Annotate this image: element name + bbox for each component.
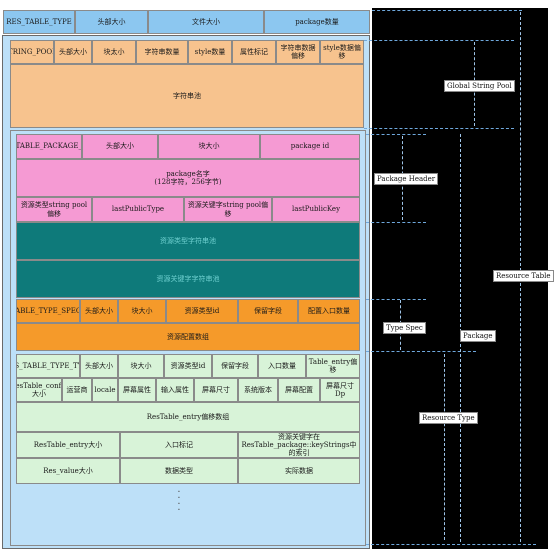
guide-line xyxy=(366,222,426,223)
style-count-cell: style数量 xyxy=(188,40,232,64)
config-input-cell: 输入属性 xyxy=(156,378,194,402)
type-spec-label: Type Spec xyxy=(383,322,426,334)
string-data-offset-cell: 字符串数据偏移 xyxy=(276,40,320,64)
entry-key-index-cell: 资源关键字在ResTable_package::keyStrings中的索引 xyxy=(238,432,360,458)
entry-size-cell: ResTable_entry大小 xyxy=(16,432,120,458)
entry-offset-array: ResTable_entry偏移数组 xyxy=(16,402,360,432)
type-string-pool: 资源类型字符串池 xyxy=(16,222,360,260)
type-spec-entry-count-cell: 配置入口数量 xyxy=(298,299,360,323)
package-header-label: Package Header xyxy=(374,173,439,185)
config-array: 资源配置数组 xyxy=(16,323,360,351)
guide-line xyxy=(366,134,426,135)
type-reserved-cell: 保留字段 xyxy=(212,354,258,378)
type-entry-offset-cell: Table_entry偏移 xyxy=(306,354,360,378)
guide-line xyxy=(366,299,426,300)
type-spec-chunk-size-cell: 块大小 xyxy=(118,299,166,323)
package-chunk-size-cell: 块大小 xyxy=(158,134,260,159)
package-id-cell: package id xyxy=(260,134,360,159)
type-spec-reserved-cell: 保留字段 xyxy=(238,299,298,323)
file-size-cell: 文件大小 xyxy=(148,10,264,34)
type-chunk-size-cell: 块大小 xyxy=(118,354,164,378)
type-strings-offset-cell: 资源类型string pool偏移 xyxy=(16,197,92,222)
value-data-cell: 实际数据 xyxy=(238,458,360,484)
package-type-cell: RES_TABLE_PACKAGE_TYPE xyxy=(16,134,82,159)
flags-cell: 属性标记 xyxy=(232,40,276,64)
config-screen-config-cell: 屏幕配置 xyxy=(278,378,320,402)
string-pool-type-cell: RES_STRING_POOL_TYPE xyxy=(10,40,54,64)
resource-table-label: Resource Table xyxy=(493,270,554,282)
string-pool-chunk-size-cell: 块太小 xyxy=(92,40,136,64)
continuation-dots: ···· xyxy=(177,487,181,516)
guide-line xyxy=(366,351,476,352)
type-spec-id-cell: 资源类型id xyxy=(166,299,238,323)
config-version-cell: 系统版本 xyxy=(238,378,278,402)
resource-type-bracket xyxy=(444,354,445,540)
key-string-pool: 资源关键字字符串池 xyxy=(16,260,360,298)
type-entry-count-cell: 入口数量 xyxy=(258,354,306,378)
value-data-type-cell: 数据类型 xyxy=(120,458,238,484)
package-label: Package xyxy=(460,330,496,342)
string-pool-header-size-cell: 头部大小 xyxy=(54,40,92,64)
package-count-cell: package数量 xyxy=(264,10,370,34)
string-count-cell: 字符串数量 xyxy=(136,40,188,64)
package-name-cell: package名字 (128字符，256字节) xyxy=(16,159,360,197)
global-string-pool-label: Global String Pool xyxy=(444,80,515,92)
type-id-cell: 资源类型id xyxy=(164,354,212,378)
type-type-cell: RES_TABLE_TYPE_TYPE xyxy=(16,354,80,378)
last-public-key-cell: lastPublicKey xyxy=(272,197,360,222)
entry-flags-cell: 入口标记 xyxy=(120,432,238,458)
type-header-size-cell: 头部大小 xyxy=(80,354,118,378)
config-screen-type-cell: 屏幕属性 xyxy=(118,378,156,402)
config-size-cell: ResTable_config大小 xyxy=(16,378,62,402)
package-header-size-cell: 头部大小 xyxy=(82,134,158,159)
config-screen-dp-cell: 屏幕尺寸Dp xyxy=(320,378,360,402)
res-table-type-cell: RES_TABLE_TYPE xyxy=(3,10,75,34)
guide-line xyxy=(364,128,514,129)
config-locale-cell: locale xyxy=(92,378,118,402)
guide-line xyxy=(372,10,522,11)
config-mcc-cell: 运营商 xyxy=(62,378,92,402)
guide-line xyxy=(364,40,514,41)
string-pool-array: 字符串池 xyxy=(10,64,364,128)
config-screen-size-cell: 屏幕尺寸 xyxy=(194,378,238,402)
key-strings-offset-cell: 资源关键字string pool偏移 xyxy=(184,197,272,222)
guide-line xyxy=(366,544,536,545)
value-size-cell: Res_value大小 xyxy=(16,458,120,484)
last-public-type-cell: lastPublicType xyxy=(92,197,184,222)
type-spec-header-size-cell: 头部大小 xyxy=(80,299,118,323)
style-data-offset-cell: style数据偏移 xyxy=(320,40,364,64)
header-size-cell: 头部大小 xyxy=(75,10,148,34)
resource-type-label: Resource Type xyxy=(419,412,478,424)
type-spec-type-cell: RES_TABLE_TYPE_SPEC_TYPE xyxy=(16,299,80,323)
